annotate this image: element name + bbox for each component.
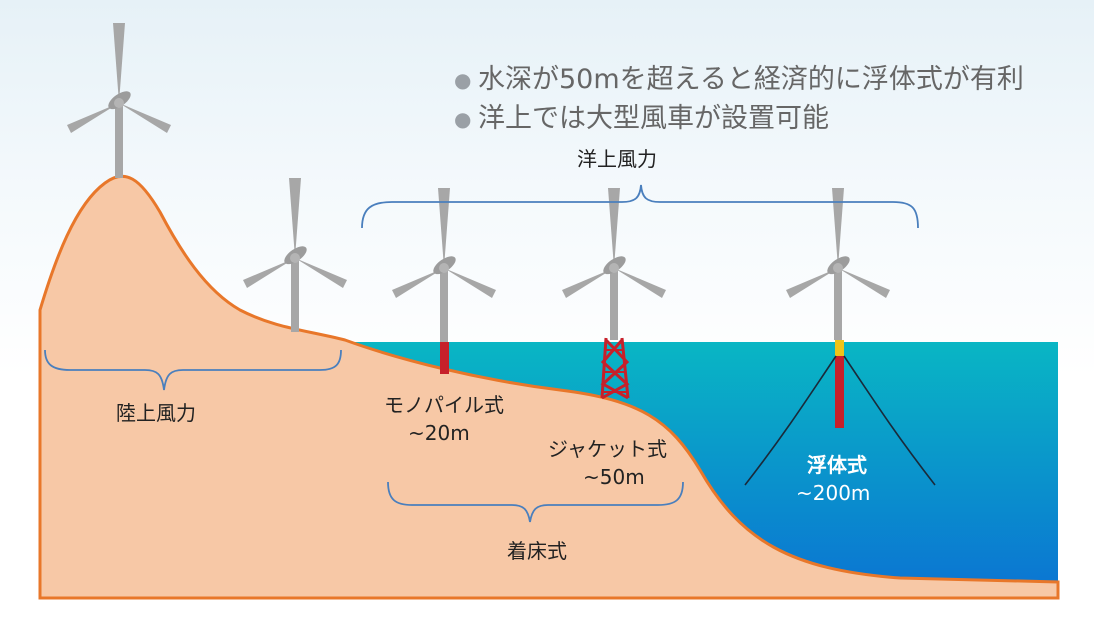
- turbine-tower: [291, 258, 299, 332]
- onshore-turbine-hill: [67, 23, 171, 178]
- onshore-turbine-slope: [243, 178, 347, 332]
- float-marker: [835, 340, 844, 356]
- fixed-bottom-label: 着床式: [507, 539, 567, 563]
- floating-turbine: [744, 188, 936, 486]
- bullet-marker: ●: [454, 68, 471, 92]
- spar-float: [835, 356, 844, 428]
- monopile-turbine: [392, 188, 496, 374]
- mooring-line-left: [744, 355, 837, 486]
- turbine-tower: [834, 268, 842, 340]
- onshore-brace: [44, 349, 342, 391]
- jacket-name-label: ジャケット式: [548, 437, 667, 461]
- jacket-depth-label: ~50m: [583, 465, 645, 489]
- jacket-turbine: [562, 188, 666, 400]
- mooring-line-right: [843, 355, 936, 486]
- jacket-foundation: [600, 337, 630, 400]
- land: [38, 174, 1060, 600]
- fixed-bottom-brace: [387, 481, 684, 523]
- floating-name-label: 浮体式: [807, 453, 867, 477]
- monopile-foundation: [440, 342, 449, 374]
- onshore-wind-label: 陸上風力: [116, 401, 196, 425]
- floating-depth-label: ~200m: [796, 481, 870, 505]
- monopile-name-label: モノパイル式: [384, 393, 504, 417]
- turbine-tower: [115, 103, 123, 178]
- offshore-wind-label: 洋上風力: [577, 147, 657, 171]
- offshore-brace: [361, 184, 919, 229]
- turbine-tower: [440, 268, 448, 343]
- bullet-2: 洋上では大型風車が設置可能: [478, 103, 829, 134]
- turbine-tower: [610, 268, 618, 340]
- monopile-depth-label: ~20m: [408, 421, 470, 445]
- bullet-1: 水深が50mを超えると経済的に浮体式が有利: [478, 64, 1024, 95]
- bullet-marker: ●: [454, 107, 471, 131]
